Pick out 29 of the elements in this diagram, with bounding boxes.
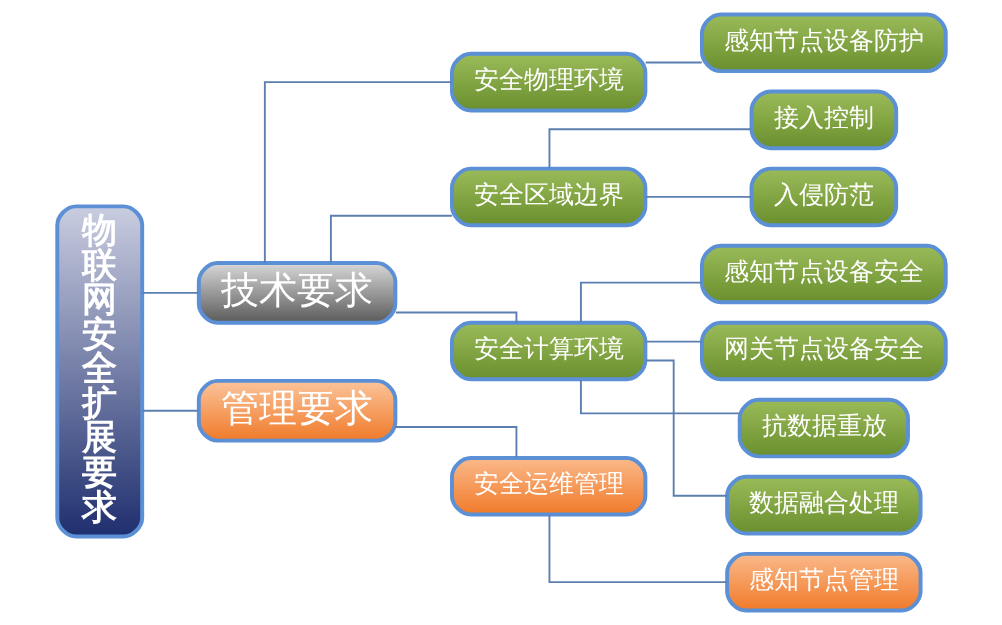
node-box: 安全计算环境: [449, 320, 647, 382]
node-box: 网关节点设备安全: [699, 320, 948, 382]
connector: [548, 128, 752, 169]
node-box: 入侵防范: [749, 166, 898, 228]
node-box: 安全物理环境: [449, 51, 647, 113]
node-box: 数据融合处理: [724, 474, 922, 536]
node-box: 抗数据重放: [737, 397, 910, 459]
node-box: 接入控制: [749, 89, 898, 151]
node-box: 管理要求: [196, 378, 397, 443]
connector: [548, 514, 728, 584]
node-box: 感知节点管理: [724, 551, 922, 613]
node-box: 安全运维管理: [449, 456, 647, 517]
connector: [329, 214, 453, 264]
connector: [644, 340, 703, 343]
connector: [263, 81, 453, 264]
connector: [579, 281, 703, 324]
connector: [394, 311, 517, 324]
node-box: 感知节点设备安全: [699, 243, 948, 305]
connector: [644, 359, 728, 497]
connector: [644, 61, 703, 64]
connector: [141, 409, 199, 412]
connector: [579, 379, 740, 415]
node-box: 安全区域边界: [449, 166, 647, 228]
connector: [644, 196, 752, 198]
connector: [394, 426, 517, 459]
node-box: 技术要求: [196, 261, 397, 325]
connector: [141, 291, 199, 294]
node-box: 物联网安全扩展要求: [54, 204, 144, 539]
node-box: 感知节点设备防护: [699, 12, 948, 74]
